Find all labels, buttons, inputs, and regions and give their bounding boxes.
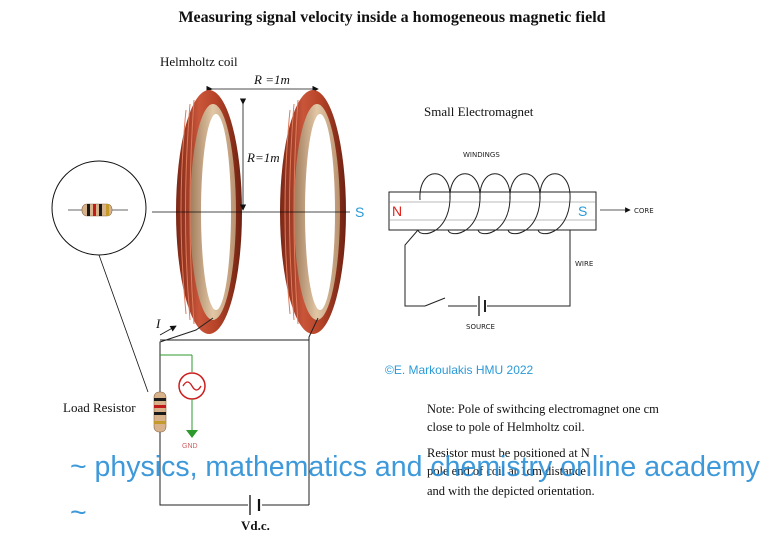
- main-circuit-wiring: [159, 317, 319, 506]
- electromagnet-label: Small Electromagnet: [424, 104, 534, 119]
- signal-generator-icon: [160, 354, 206, 438]
- spacing-label: R =1m: [253, 72, 290, 87]
- wire-label: WIRE: [575, 260, 593, 268]
- load-resistor-icon: [153, 391, 167, 433]
- electromagnet-circuit: [404, 229, 571, 316]
- electromagnet-core: [388, 191, 597, 231]
- note-block: Note: Pole of swithcing electromagnet on…: [427, 402, 659, 498]
- vdc-label: Vd.c.: [241, 518, 270, 533]
- gnd-label: GND: [182, 443, 198, 450]
- note-line: Resistor must be positioned at N: [427, 446, 590, 460]
- current-arrow: [159, 325, 177, 336]
- zoom-pointer-line: [98, 254, 149, 393]
- windings-label: WINDINGS: [463, 151, 500, 159]
- diagram-title: Measuring signal velocity inside a homog…: [178, 9, 605, 26]
- dc-source-icon: [249, 495, 261, 515]
- electromagnet-pole-s: S: [578, 203, 587, 219]
- credit-text: ©E. Markoulakis HMU 2022: [385, 363, 534, 377]
- helmholtz-coil-label: Helmholtz coil: [160, 54, 238, 69]
- radius-label: R=1m: [246, 150, 280, 165]
- zoomed-resistor-icon: [68, 203, 128, 217]
- load-resistor-label: Load Resistor: [63, 400, 136, 415]
- core-label: CORE: [634, 207, 654, 215]
- electromagnet-pole-n: N: [392, 203, 402, 219]
- current-label: I: [155, 316, 161, 331]
- source-label: SOURCE: [466, 323, 495, 331]
- helmholtz-pole-s: S: [355, 204, 364, 220]
- note-line: pole end of coil at 1cm distance: [427, 464, 586, 478]
- note-line: Note: Pole of swithcing electromagnet on…: [427, 402, 659, 416]
- note-line: close to pole of Helmholtz coil.: [427, 420, 585, 434]
- note-line: and with the depicted orientation.: [427, 484, 595, 498]
- electromagnet-windings: [417, 173, 571, 235]
